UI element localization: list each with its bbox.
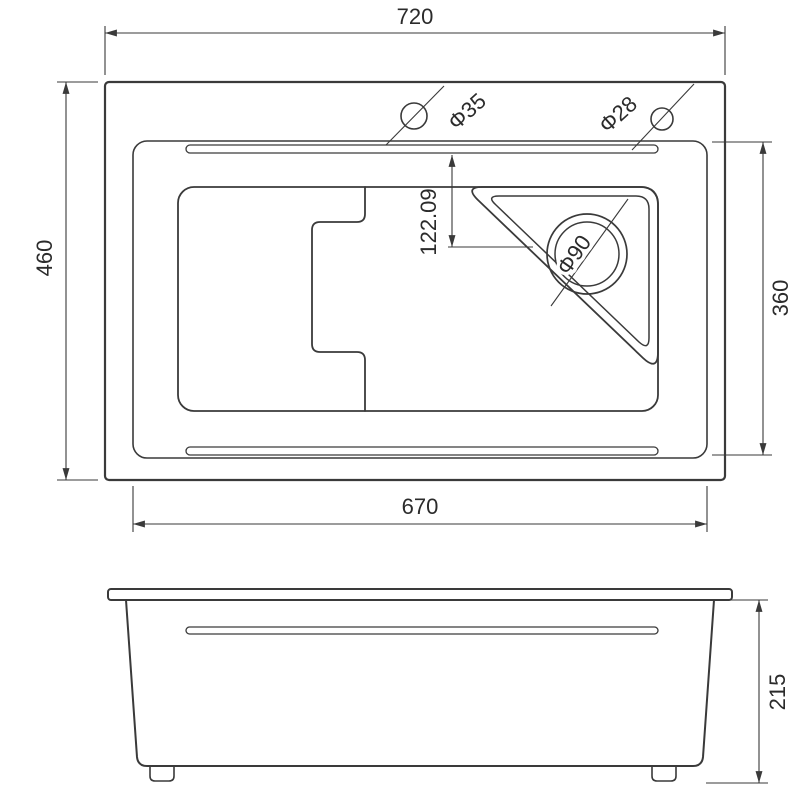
dim-overall-width: 720 bbox=[397, 4, 434, 29]
sink-outer-edge bbox=[103, 80, 727, 482]
dim-bowl-height: 360 bbox=[768, 280, 793, 317]
drainboard-step-edge bbox=[311, 186, 366, 412]
corner-bowl-outer bbox=[471, 186, 659, 365]
side-view bbox=[107, 588, 733, 782]
drain-outer-circle bbox=[546, 213, 628, 295]
faucet-hole bbox=[400, 102, 428, 130]
left-foot-profile bbox=[149, 765, 175, 782]
faucet-hole-leader-line bbox=[385, 85, 445, 146]
dim-depth: 215 bbox=[765, 674, 790, 711]
bottom-ledge-rail bbox=[185, 446, 659, 456]
plan-dimensions: 720 460 670 360 122.09 Φ35 Φ28 Φ90 bbox=[32, 4, 793, 532]
accessory-hole-leader-line bbox=[631, 83, 695, 151]
dim-drain-offset: 122.09 bbox=[416, 188, 441, 255]
label-drain-diameter: Φ90 bbox=[552, 230, 597, 279]
dim-overall-height: 460 bbox=[32, 240, 57, 277]
accessory-hole bbox=[650, 107, 674, 131]
section-dimensions: 215 bbox=[706, 599, 790, 784]
dim-inner-width: 670 bbox=[402, 494, 439, 519]
label-faucet-hole-diameter: Φ35 bbox=[443, 88, 491, 135]
drain-leader-line bbox=[550, 198, 629, 307]
drain-inner-circle bbox=[554, 221, 620, 287]
ledge-slot-profile bbox=[185, 626, 659, 635]
top-ledge-rail bbox=[185, 144, 659, 154]
top-view bbox=[103, 80, 727, 482]
flange-profile bbox=[107, 588, 733, 601]
corner-bowl-inner bbox=[490, 195, 650, 347]
label-accessory-hole-diameter: Φ28 bbox=[594, 91, 642, 138]
body-profile bbox=[125, 599, 715, 767]
right-foot-profile bbox=[651, 765, 677, 782]
sink-rim bbox=[132, 140, 708, 459]
